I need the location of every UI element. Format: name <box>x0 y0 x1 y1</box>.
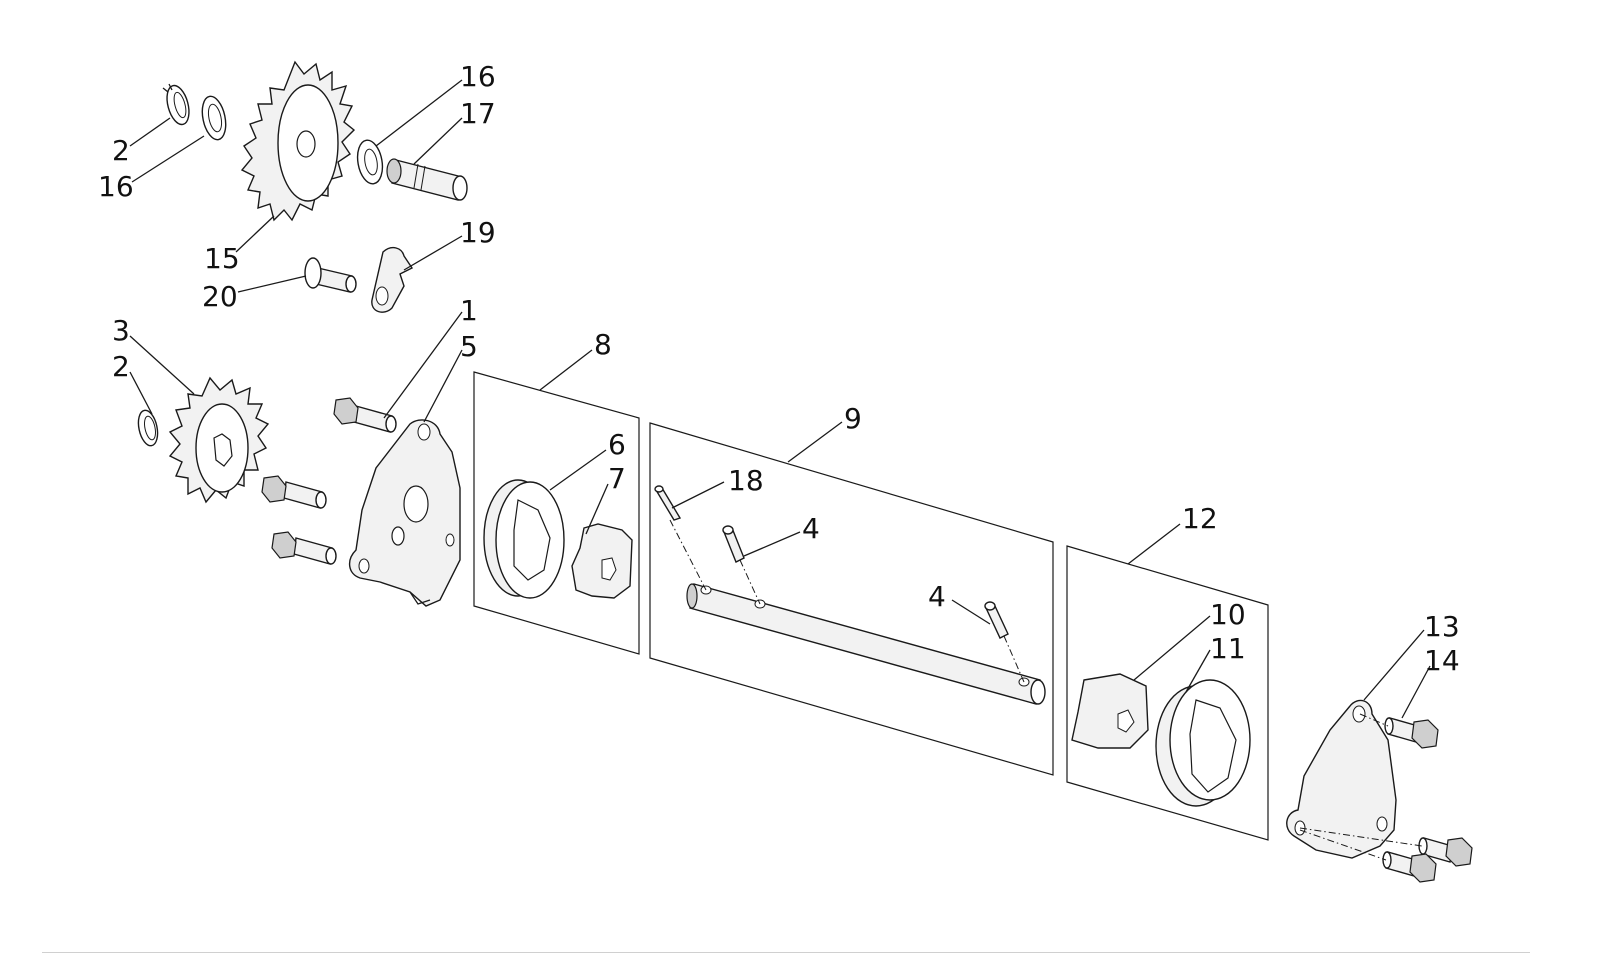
callout-18: 18 <box>728 464 764 497</box>
callout-8: 8 <box>594 328 612 361</box>
cover-bolt-part <box>1382 851 1437 883</box>
pin-part <box>722 525 745 563</box>
callout-9: 9 <box>844 402 862 435</box>
assembly-axis-line <box>739 559 761 605</box>
pump-cover-part <box>1286 699 1397 859</box>
group-frame-8 <box>473 371 640 655</box>
callout-16: 16 <box>460 60 496 93</box>
pin-part <box>984 601 1009 639</box>
pump-body-part <box>349 419 461 607</box>
retainer-plate-part <box>371 246 414 313</box>
callout-20: 20 <box>202 280 238 313</box>
circlip-part <box>137 409 159 447</box>
callout-4: 4 <box>928 580 946 613</box>
callout-2: 2 <box>112 134 130 167</box>
flange-bolt-part <box>333 397 397 433</box>
assembly-axis-line <box>1003 635 1025 683</box>
assembly-axis-line <box>1299 827 1423 847</box>
shoulder-bolt-part <box>304 257 357 293</box>
drive-gear-part <box>168 376 270 504</box>
callout-1: 1 <box>460 294 478 327</box>
callout-16: 16 <box>98 170 134 203</box>
bottom-divider <box>42 952 1530 953</box>
callout-4: 4 <box>802 512 820 545</box>
callout-7: 7 <box>608 462 626 495</box>
washer-part <box>356 139 384 185</box>
flange-bolt-part <box>261 475 327 509</box>
flange-bolt-part <box>271 531 337 565</box>
idler-gear-part <box>240 60 356 222</box>
callout-10: 10 <box>1210 598 1246 631</box>
pin-part <box>654 485 682 521</box>
callout-2: 2 <box>112 350 130 383</box>
callout-5: 5 <box>460 330 478 363</box>
outer-rotor-part <box>1155 679 1251 807</box>
callout-12: 12 <box>1182 502 1218 535</box>
inner-rotor-part <box>571 523 633 599</box>
pump-shaft-part <box>686 583 1046 705</box>
cover-bolt-part <box>1418 837 1473 867</box>
callout-14: 14 <box>1424 644 1460 677</box>
callout-15: 15 <box>204 242 240 275</box>
washer-part <box>201 95 227 141</box>
callout-17: 17 <box>460 97 496 130</box>
leader-lines <box>129 79 1431 719</box>
inner-rotor-part <box>1071 673 1149 749</box>
callout-6: 6 <box>608 428 626 461</box>
gear-shaft-part <box>386 158 468 201</box>
callout-3: 3 <box>112 314 130 347</box>
group-frame-9 <box>649 422 1054 776</box>
assembly-axis-line <box>1359 713 1389 727</box>
circlip-part <box>162 83 190 126</box>
group-frame-12 <box>1066 545 1269 841</box>
assembly-axis-line <box>669 519 707 591</box>
callout-19: 19 <box>460 216 496 249</box>
callout-13: 13 <box>1424 610 1460 643</box>
cover-bolt-part <box>1384 717 1439 749</box>
callout-11: 11 <box>1210 632 1246 665</box>
outer-rotor-part <box>483 479 565 599</box>
assembly-axis-line <box>1299 829 1387 861</box>
